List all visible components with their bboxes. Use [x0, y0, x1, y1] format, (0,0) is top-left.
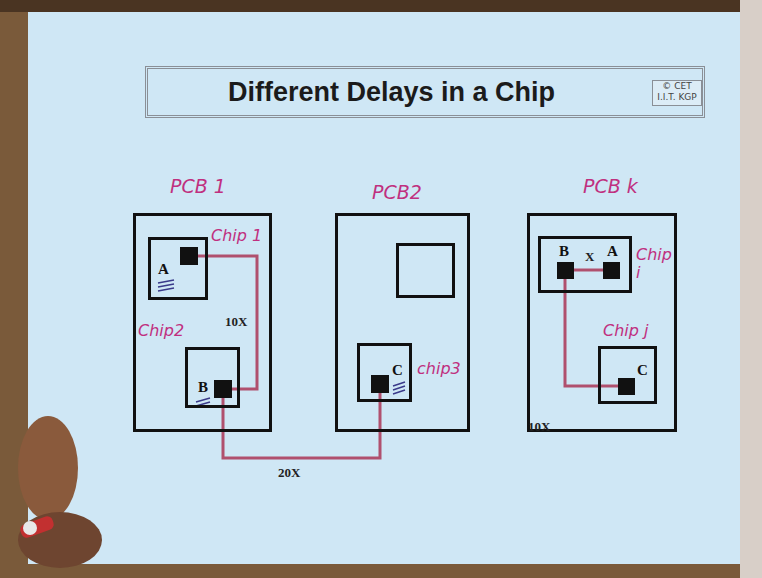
pin-square — [214, 380, 232, 398]
pcb-board: PCB kBAChip iChip jC — [527, 213, 677, 432]
board-title: PCB2 — [372, 182, 422, 204]
pin-square — [371, 375, 389, 393]
delay-label: 20X — [278, 466, 300, 481]
frame-edge — [740, 0, 762, 578]
inner-wire — [198, 256, 618, 408]
pin-square — [180, 247, 198, 265]
chip-name: Chip 1 — [211, 227, 262, 245]
wire-connector — [565, 293, 598, 386]
presenter-hand — [18, 416, 102, 568]
chip-box: Chip2B — [185, 347, 240, 408]
empty-chip — [398, 245, 454, 297]
logo-text: I.I.T. KGP — [653, 92, 701, 103]
pcb-board: PCB 1Chip 1AChip2B — [133, 213, 272, 432]
chip-name: Chip j — [603, 322, 648, 340]
delay-label: 10X — [225, 315, 247, 330]
pin-square — [603, 262, 620, 279]
logo-box: © CETI.I.T. KGP — [652, 80, 702, 106]
pin-label: B — [559, 243, 569, 260]
chip-name: chip3 — [417, 360, 461, 378]
wire-connector — [208, 256, 257, 389]
pcb-board: PCB2Cchip3 — [335, 213, 470, 432]
chip-name: Chip i — [636, 246, 676, 283]
title-box: © CETI.I.T. KGP Different Delays in a Ch… — [145, 66, 705, 118]
pin-label: A — [158, 261, 169, 278]
delay-label: 10X — [528, 420, 550, 435]
chip-name: Chip2 — [138, 322, 184, 340]
pin-square — [557, 262, 574, 279]
pin-label: C — [392, 362, 403, 379]
chip-box: BAChip i — [538, 236, 632, 293]
slide-title: Different Delays in a Chip — [228, 77, 555, 108]
chip-box: Chip 1A — [148, 237, 208, 300]
delay-label: X — [585, 250, 594, 265]
board-title: PCB 1 — [170, 176, 226, 198]
pin-label: C — [637, 362, 648, 379]
board-title: PCB k — [583, 176, 638, 198]
pin-square — [618, 378, 635, 395]
frame-edge — [0, 0, 762, 12]
pin-label: A — [607, 243, 618, 260]
pin-label: B — [198, 379, 208, 396]
chip-box: Chip jC — [598, 346, 657, 404]
logo-text: © CET — [653, 81, 701, 92]
chip-box: Cchip3 — [357, 343, 412, 402]
